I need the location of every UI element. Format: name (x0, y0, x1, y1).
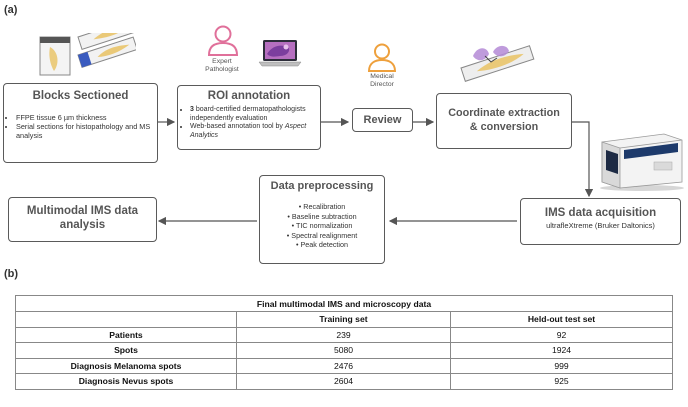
row-label: Diagnosis Nevus spots (15, 373, 237, 390)
panel-b-label: (b) (4, 268, 19, 280)
medical-director-label: Medical Director (356, 73, 408, 89)
table-row: Patients 239 92 (15, 326, 673, 343)
blocks-sectioned-box: Blocks Sectioned FFPE tissue 6 µm thickn… (3, 83, 158, 163)
preproc-step-4: • Spectral realignment (286, 230, 358, 240)
roi-annotation-title: ROI annotation (207, 90, 291, 102)
medical-director-person-icon (367, 43, 397, 72)
roi-annotation-box: ROI annotation 3 board-certified dermato… (177, 85, 321, 150)
cell-training: 5080 (236, 342, 451, 359)
final-data-table: Final multimodal IMS and microscopy data… (15, 295, 673, 390)
cell-heldout: 999 (450, 357, 673, 374)
table-header-heldout: Held-out test set (450, 311, 673, 328)
roi-bullet-2: Web-based annotation tool by Aspect Anal… (190, 123, 320, 140)
preproc-step-1-text: Recalibration (303, 202, 346, 211)
coordinate-extraction-title: Coordinate extraction & conversion (437, 106, 571, 134)
ims-acquisition-subtitle: ultrafleXtreme (Bruker Daltonics) (546, 221, 655, 230)
preproc-step-2: • Baseline subtraction (287, 211, 357, 221)
roi-bullet-2-tool: Aspect Analytics (190, 123, 307, 139)
table-row: Diagnosis Nevus spots 2604 925 (15, 373, 673, 390)
roi-bullet-1-text: board-certified dermatopathologists inde… (190, 106, 306, 122)
ims-acquisition-box: IMS data acquisition ultrafleXtreme (Bru… (520, 198, 681, 245)
expert-label-line2: Pathologist (205, 66, 239, 73)
multimodal-analysis-box: Multimodal IMS data analysis (8, 197, 157, 242)
review-box: Review (352, 108, 413, 132)
data-preprocessing-title: Data preprocessing (270, 180, 374, 192)
cell-heldout: 92 (450, 326, 673, 343)
arrow-coord-to-ims (572, 121, 594, 198)
preproc-step-3-text: TIC normalization (296, 221, 353, 230)
row-label: Diagnosis Melanoma spots (15, 357, 237, 374)
multimodal-line-1: Multimodal IMS data (26, 205, 139, 217)
table-row: Spots 5080 1924 (15, 342, 673, 359)
roi-bullet-1-number: 3 (190, 106, 194, 113)
multimodal-line-2: analysis (59, 219, 106, 231)
cell-heldout: 1924 (450, 342, 673, 359)
row-label: Patients (15, 326, 237, 343)
blocks-bullet-2: Serial sections for histopathology and M… (16, 122, 157, 140)
cell-training: 2604 (236, 373, 451, 390)
table-title-row: Final multimodal IMS and microscopy data (15, 295, 673, 312)
preproc-step-1: • Recalibration (298, 202, 346, 211)
table-header-empty (15, 311, 237, 328)
preproc-step-4-text: Spectral realignment (291, 230, 358, 240)
director-label-line1: Medical (370, 73, 394, 80)
table-header-row: Training set Held-out test set (15, 311, 673, 328)
table-title: Final multimodal IMS and microscopy data (15, 295, 673, 312)
roi-bullet-1: 3 board-certified dermatopathologists in… (190, 106, 320, 123)
table-row: Diagnosis Melanoma spots 2476 999 (15, 357, 673, 374)
multimodal-analysis-title: Multimodal IMS data analysis (9, 204, 156, 232)
preproc-step-3: • TIC normalization (291, 221, 353, 230)
glass-slides-icon (39, 33, 136, 76)
table-header-training: Training set (236, 311, 451, 328)
blocks-sectioned-bullets: FFPE tissue 6 µm thickness Serial sectio… (4, 113, 157, 140)
preproc-step-2-text: Baseline subtraction (291, 211, 357, 221)
ims-acquisition-title: IMS data acquisition (544, 207, 657, 219)
expert-pathologist-label: Expert Pathologist (196, 58, 248, 74)
preprocessing-steps: • Recalibration • Baseline subtraction •… (260, 202, 384, 250)
roi-annotation-bullets: 3 board-certified dermatopathologists in… (178, 106, 320, 140)
preproc-step-5-text: Peak detection (300, 240, 349, 249)
cell-training: 2476 (236, 357, 451, 374)
mass-spectrometer-icon (600, 133, 684, 191)
annotated-slide-icon (460, 45, 535, 82)
cell-heldout: 925 (450, 373, 673, 390)
review-title: Review (363, 114, 402, 126)
coordinate-extraction-box: Coordinate extraction & conversion (436, 93, 572, 149)
expert-label-line1: Expert (212, 58, 232, 65)
coordinate-line-1: Coordinate extraction (448, 107, 560, 119)
coordinate-line-2: & conversion (469, 121, 539, 133)
director-label-line2: Director (370, 81, 394, 88)
preproc-step-5: • Peak detection (295, 240, 349, 249)
blocks-sectioned-title: Blocks Sectioned (32, 90, 129, 102)
data-preprocessing-box: Data preprocessing • Recalibration • Bas… (259, 175, 385, 264)
panel-a-label: (a) (4, 4, 18, 16)
row-label: Spots (15, 342, 237, 359)
expert-pathologist-person-icon (207, 25, 239, 56)
roi-bullet-2-text: Web-based annotation tool by (190, 123, 285, 131)
cell-training: 239 (236, 326, 451, 343)
blocks-bullet-1: FFPE tissue 6 µm thickness (16, 113, 157, 122)
laptop-annotation-icon (258, 40, 302, 67)
